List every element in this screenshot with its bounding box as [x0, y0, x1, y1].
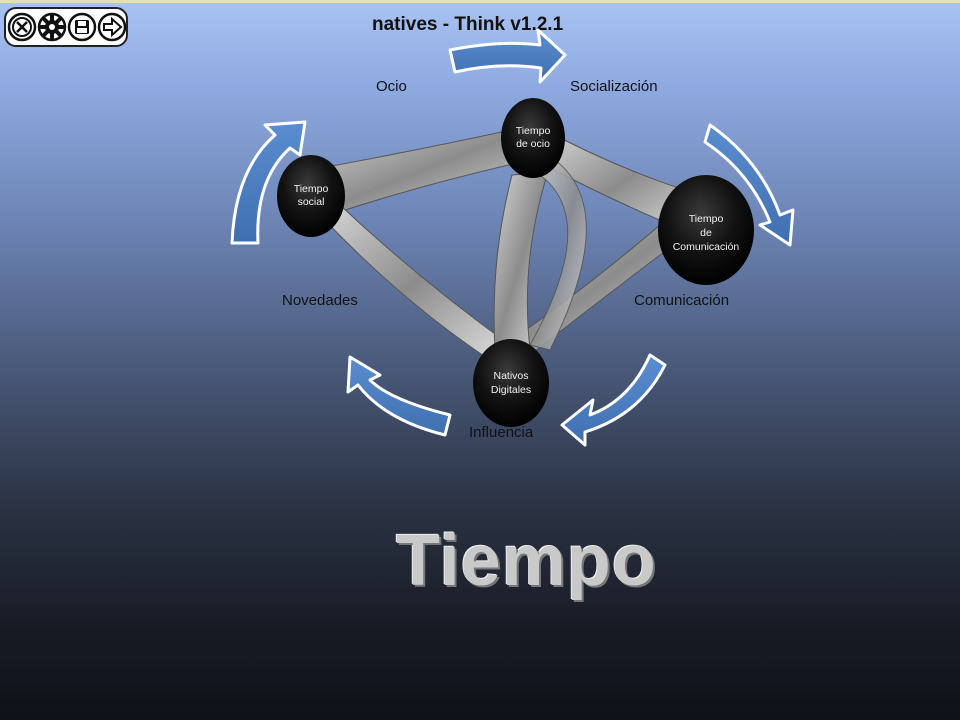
label-socializacion: Socialización	[570, 78, 658, 95]
arrow-right-icon[interactable]	[97, 11, 127, 43]
node-label: Digitales	[491, 384, 531, 396]
node-tiempo-de-ocio: Tiempo de ocio	[501, 98, 565, 178]
app-title: natives - Think v1.2.1	[372, 14, 564, 35]
node-nativos-digitales: Nativos Digitales	[473, 339, 549, 427]
label-comunicacion: Comunicación	[634, 292, 730, 309]
node-label: social	[298, 196, 325, 208]
node-tiempo-de-comunicacion: Tiempo de Comunicación	[658, 175, 754, 285]
arrow-ocio-socializacion	[448, 28, 567, 84]
top-border	[0, 0, 960, 3]
save-icon[interactable]	[67, 11, 97, 43]
node-label: de ocio	[516, 138, 550, 150]
cycle-arrows	[230, 28, 795, 447]
gear-icon[interactable]	[37, 11, 67, 43]
node-label: Comunicación	[673, 241, 740, 253]
close-icon[interactable]	[7, 11, 37, 43]
slide-heading: Tiempo	[396, 521, 657, 601]
label-influencia: Influencia	[469, 424, 534, 441]
connector-web	[309, 127, 701, 361]
arrow-comunicacion-influencia	[560, 353, 667, 447]
arrow-novedades-ocio	[230, 120, 307, 245]
node-label: Tiempo	[294, 183, 329, 195]
node-label: de	[700, 227, 712, 239]
node-tiempo-social: Tiempo social	[277, 155, 345, 237]
toolbar	[4, 7, 128, 47]
label-novedades: Novedades	[282, 292, 358, 309]
arrow-socializacion-comunicacion	[703, 123, 795, 247]
node-label: Tiempo	[689, 213, 724, 225]
arrow-influencia-novedades	[346, 355, 452, 437]
label-ocio: Ocio	[376, 78, 407, 95]
node-label: Nativos	[493, 370, 528, 382]
node-label: Tiempo	[516, 125, 551, 137]
